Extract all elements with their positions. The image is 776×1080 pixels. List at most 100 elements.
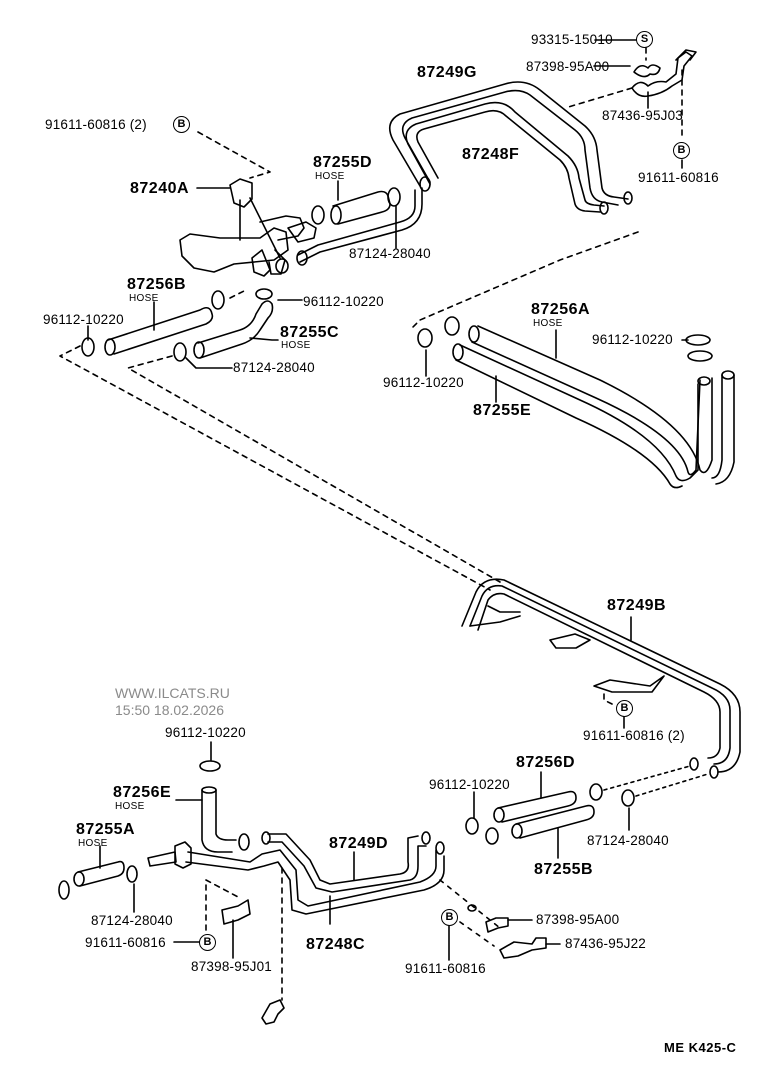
clamp	[58, 880, 70, 900]
part-label-87398-95A00[interactable]: 87398-95A00	[536, 912, 620, 927]
part-label-91611-60816-2[interactable]: 91611-60816 (2)	[583, 728, 685, 743]
leader-line	[249, 337, 279, 341]
bolt-symbol-icon: B	[199, 934, 216, 951]
clamp	[444, 316, 460, 336]
leader-line	[185, 357, 233, 369]
clamp	[687, 350, 713, 362]
dashed-leader	[635, 773, 709, 797]
clamp	[311, 205, 325, 225]
hose-87255E	[452, 343, 711, 489]
dashed-leader	[603, 693, 617, 707]
clamp	[387, 187, 401, 207]
part-label-87255D[interactable]: 87255D	[313, 154, 373, 171]
pipe-87249B	[461, 578, 741, 773]
part-label-87256D[interactable]: 87256D	[516, 754, 576, 771]
clamp	[589, 783, 603, 801]
bracket-87436-95J03	[631, 49, 697, 98]
part-label-91611-60816[interactable]: 91611-60816	[638, 170, 719, 185]
watermark-timestamp: 15:50 18.02.2026	[115, 702, 224, 718]
pipe-end	[275, 258, 289, 274]
part-label-87249B[interactable]: 87249B	[607, 597, 667, 614]
part-label-87255A[interactable]: 87255A	[76, 821, 136, 838]
part-label-87249D[interactable]: 87249D	[329, 835, 389, 852]
pipe-end	[689, 757, 699, 771]
pipe-joint	[174, 841, 192, 869]
bolt-symbol-icon: B	[673, 142, 690, 159]
part-label-87124-28040[interactable]: 87124-28040	[233, 360, 315, 375]
hose-87255C	[193, 300, 274, 359]
part-label-87436-95J22[interactable]: 87436-95J22	[565, 936, 647, 951]
dashed-leader	[439, 879, 501, 947]
clamp	[417, 328, 433, 348]
hose-87256D	[493, 790, 577, 823]
part-label-87124-28040[interactable]: 87124-28040	[349, 246, 431, 261]
part-label-96112-10220[interactable]: 96112-10220	[43, 312, 124, 327]
dashed-leader	[127, 355, 501, 583]
part-label-87248C[interactable]: 87248C	[306, 936, 366, 953]
hose-sublabel: HOSE	[281, 340, 311, 351]
dashed-leader	[59, 345, 491, 591]
dashed-leader	[229, 289, 247, 299]
hose-sublabel: HOSE	[78, 838, 108, 849]
clip-87398-95A00-bottom	[485, 917, 509, 933]
part-label-91611-60816[interactable]: 91611-60816	[85, 935, 166, 950]
clamp	[465, 817, 479, 835]
clamp	[685, 334, 711, 346]
part-label-87255E[interactable]: 87255E	[473, 402, 532, 419]
clip-87398-95J01	[221, 899, 251, 925]
water-valve-87240A	[179, 178, 317, 277]
clamp	[621, 789, 635, 807]
part-label-87240A[interactable]: 87240A	[130, 180, 190, 197]
part-label-87124-28040[interactable]: 87124-28040	[91, 913, 173, 928]
part-label-96112-10220[interactable]: 96112-10220	[429, 777, 510, 792]
part-label-93315-15010[interactable]: 93315-15010	[531, 32, 613, 47]
dashed-leader	[197, 131, 271, 179]
pipe-end	[419, 176, 431, 192]
hose-87255B	[511, 804, 595, 839]
part-label-87248F[interactable]: 87248F	[462, 146, 520, 163]
part-label-96112-10220[interactable]: 96112-10220	[383, 375, 464, 390]
part-label-87398-95A00[interactable]: 87398-95A00	[526, 59, 610, 74]
pipe-87249G	[388, 81, 629, 206]
part-label-87255C[interactable]: 87255C	[280, 324, 340, 341]
dashed-leader	[205, 879, 241, 931]
pipe-87249D	[261, 831, 445, 893]
part-label-91611-60816-2[interactable]: 91611-60816 (2)	[45, 117, 147, 132]
pipe-end-left	[147, 851, 177, 867]
screw-symbol-icon: S	[636, 31, 653, 48]
clamp	[126, 865, 138, 883]
part-label-96112-10220[interactable]: 96112-10220	[303, 294, 384, 309]
clamp-87398-95A00-top	[633, 64, 661, 78]
part-label-96112-10220[interactable]: 96112-10220	[592, 332, 673, 347]
clamp	[211, 290, 225, 310]
part-label-87124-28040[interactable]: 87124-28040	[587, 833, 669, 848]
dashed-leader	[409, 231, 639, 331]
dashed-leader	[603, 765, 691, 791]
part-label-91611-60816[interactable]: 91611-60816	[405, 961, 486, 976]
hose-sublabel: HOSE	[533, 318, 563, 329]
watermark-site: WWW.ILCATS.RU	[115, 685, 230, 701]
part-label-87256A[interactable]: 87256A	[531, 301, 591, 318]
part-label-87256B[interactable]: 87256B	[127, 276, 187, 293]
hose-sublabel: HOSE	[315, 171, 345, 182]
pipe-end	[623, 191, 633, 205]
hose-87255D	[330, 190, 391, 225]
pipe-lower-87240A	[297, 187, 423, 263]
part-label-87436-95J03[interactable]: 87436-95J03	[602, 108, 684, 123]
hose-sublabel: HOSE	[129, 293, 159, 304]
hose-87256E	[201, 786, 237, 853]
hose-87255A	[73, 860, 125, 887]
bolt-symbol-icon: B	[441, 909, 458, 926]
part-label-87398-95J01[interactable]: 87398-95J01	[191, 959, 273, 974]
hose-sublabel: HOSE	[115, 801, 145, 812]
bracket-87436-95J22	[499, 937, 547, 959]
dashed-leader	[564, 87, 633, 109]
part-label-87255B[interactable]: 87255B	[534, 861, 594, 878]
part-label-87256E[interactable]: 87256E	[113, 784, 172, 801]
pipe-end	[296, 250, 308, 266]
part-label-87249G[interactable]: 87249G	[417, 64, 477, 81]
hose-87256B	[104, 306, 214, 356]
part-label-96112-10220[interactable]: 96112-10220	[165, 725, 246, 740]
pipe-87248C	[185, 849, 445, 915]
